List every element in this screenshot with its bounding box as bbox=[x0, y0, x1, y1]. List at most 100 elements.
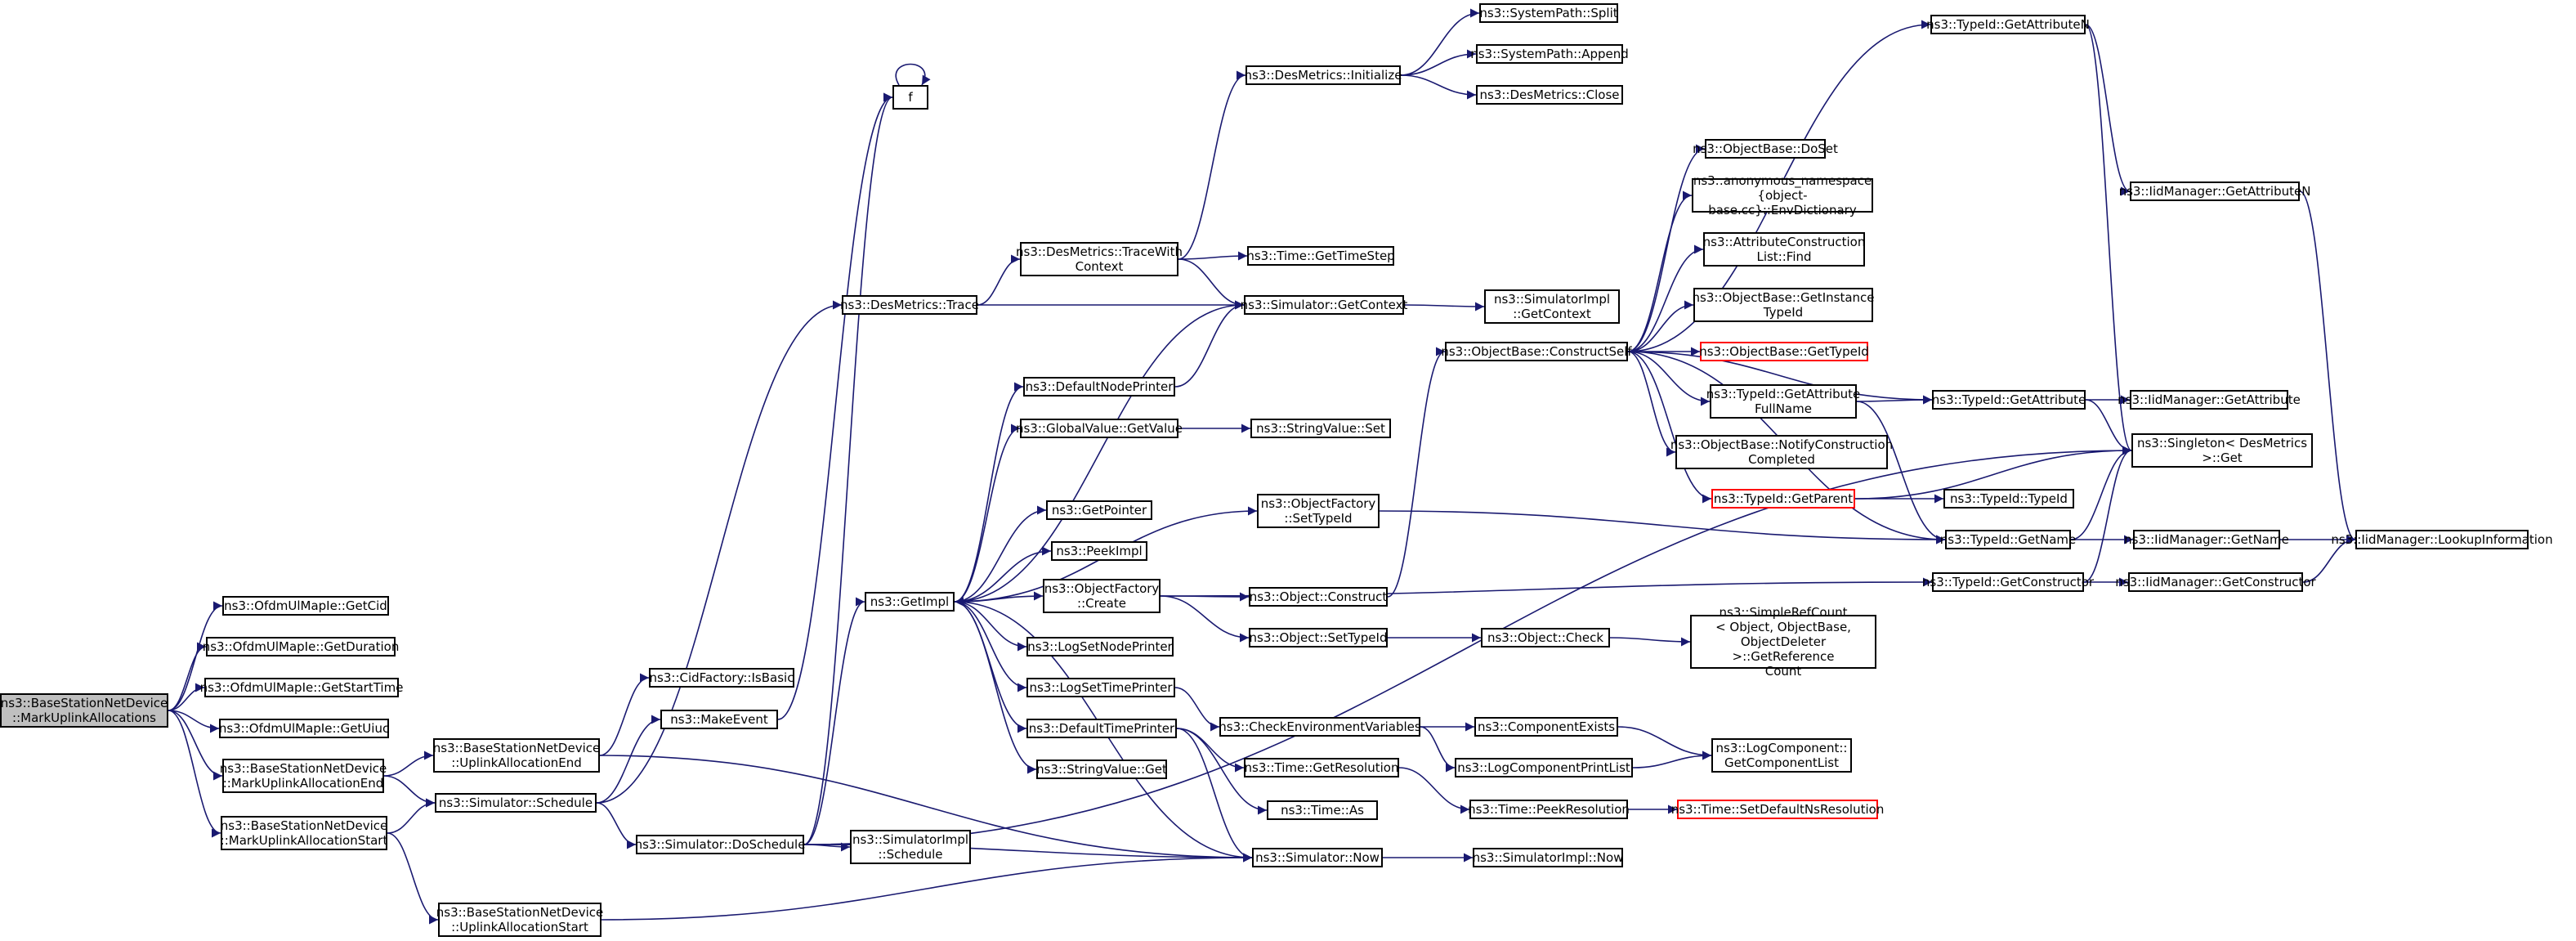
node-object-base-get-instance-type-id[interactable]: ns3::ObjectBase::GetInstance TypeId bbox=[1693, 288, 1875, 322]
edge-defaulttime-to-timeas bbox=[1176, 728, 1268, 815]
node-simulator-impl-now[interactable]: ns3::SimulatorImpl::Now bbox=[1473, 848, 1623, 867]
node-iid-manager-lookup-information[interactable]: ns3::IidManager::LookupInformation bbox=[2331, 530, 2553, 549]
node-type-id-get-parent[interactable]: ns3::TypeId::GetParent bbox=[1711, 489, 1855, 509]
node-global-value-get-value[interactable]: ns3::GlobalValue::GetValue bbox=[1016, 419, 1183, 438]
edge-tracewith-to-gettimestep bbox=[1178, 251, 1248, 261]
node-default-time-printer[interactable]: ns3::DefaultTimePrinter bbox=[1026, 719, 1177, 738]
edge-constructself-to-getinstancetid bbox=[1627, 300, 1694, 352]
node-type-id-get-attribute[interactable]: ns3::TypeId::GetAttribute bbox=[1932, 390, 2086, 410]
node-time-get-time-step[interactable]: ns3::Time::GetTimeStep bbox=[1246, 246, 1395, 266]
edge-doschedule-to-f bbox=[803, 92, 893, 845]
node-get-impl[interactable]: ns3::GetImpl bbox=[865, 592, 955, 612]
node-type-id-get-attribute-full-name[interactable]: ns3::TypeId::GetAttribute FullName bbox=[1706, 384, 1860, 419]
node-type-id-get-constructor[interactable]: ns3::TypeId::GetConstructor bbox=[1922, 572, 2094, 592]
node-des-metrics-initialize[interactable]: ns3::DesMetrics::Initialize bbox=[1245, 65, 1402, 85]
node-des-metrics-trace-with-context[interactable]: ns3::DesMetrics::TraceWith Context bbox=[1016, 242, 1183, 276]
node-simulator-impl-get-context[interactable]: ns3::SimulatorImpl ::GetContext bbox=[1484, 289, 1620, 324]
node-ofdm-get-cid[interactable]: ns3::OfdmUlMapIe::GetCid bbox=[222, 596, 389, 616]
edge-root-to-markstart bbox=[168, 710, 221, 838]
node-ofdm-get-duration[interactable]: ns3::OfdmUlMapIe::GetDuration bbox=[203, 637, 399, 656]
node-log-set-node-printer[interactable]: ns3::LogSetNodePrinter bbox=[1026, 637, 1174, 656]
node-object-factory-create[interactable]: ns3::ObjectFactory ::Create bbox=[1043, 579, 1161, 613]
node-attribute-construction-list-find[interactable]: ns3::AttributeConstruction List::Find bbox=[1703, 232, 1865, 267]
node-iid-manager-get-attribute-n[interactable]: ns3::IidManager::GetAttributeN bbox=[2119, 181, 2310, 201]
node-string-value-set[interactable]: ns3::StringValue::Set bbox=[1250, 419, 1391, 438]
node-des-metrics-trace[interactable]: ns3::DesMetrics::Trace bbox=[840, 295, 979, 315]
edge-doschedule-to-singleton bbox=[803, 446, 2132, 845]
node-object-base-notify-construction-completed[interactable]: ns3::ObjectBase::NotifyConstruction Comp… bbox=[1670, 435, 1893, 469]
node-mark-uplink-allocation-end[interactable]: ns3::BaseStationNetDevice ::MarkUplinkAl… bbox=[220, 759, 387, 793]
edge-constructself-to-getattribute bbox=[1627, 351, 1933, 405]
node-des-metrics-close[interactable]: ns3::DesMetrics::Close bbox=[1476, 85, 1623, 105]
edge-objcheck-to-refcount bbox=[1609, 637, 1691, 647]
node-log-component-print-list[interactable]: ns3::LogComponentPrintList bbox=[1455, 758, 1633, 777]
node-check-environment-variables[interactable]: ns3::CheckEnvironmentVariables bbox=[1219, 717, 1421, 737]
node-ofdm-get-uiuc[interactable]: ns3::OfdmUlMapIe::GetUiuc bbox=[219, 719, 389, 738]
node-simulator-now[interactable]: ns3::Simulator::Now bbox=[1252, 848, 1383, 867]
node-simulator-impl-schedule[interactable]: ns3::SimulatorImpl ::Schedule bbox=[850, 830, 971, 864]
node-time-set-default-ns-resolution[interactable]: ns3::Time::SetDefaultNsResolution bbox=[1671, 800, 1884, 819]
node-base-station-mark-uplink-allocations[interactable]: ns3::BaseStationNetDevice ::MarkUplinkAl… bbox=[0, 693, 168, 728]
node-simulator-do-schedule[interactable]: ns3::Simulator::DoSchedule bbox=[635, 835, 805, 854]
edge-attrfullname-to-getattribute bbox=[1856, 395, 1933, 405]
node-object-base-do-set[interactable]: ns3::ObjectBase::DoSet bbox=[1693, 139, 1838, 159]
node-iid-manager-get-attribute[interactable]: ns3::IidManager::GetAttribute bbox=[2118, 390, 2301, 410]
node-time-peek-resolution[interactable]: ns3::Time::PeekResolution bbox=[1468, 800, 1630, 819]
node-type-id-get-attribute-n[interactable]: ns3::TypeId::GetAttributeN bbox=[1926, 15, 2090, 34]
edge-schedule-to-destrace bbox=[596, 300, 843, 804]
node-log-component-get-component-list[interactable]: ns3::LogComponent:: GetComponentList bbox=[1711, 738, 1852, 773]
edge-getimpl-to-getpointer bbox=[954, 505, 1047, 603]
edge-constructself-to-envdict bbox=[1627, 190, 1693, 352]
node-object-construct[interactable]: ns3::Object::Construct bbox=[1249, 587, 1388, 607]
edge-defnodeprinter-to-getcontext bbox=[1174, 300, 1245, 388]
edge-checkenv-to-logcomplist bbox=[1420, 726, 1456, 773]
node-object-base-construct-self[interactable]: ns3::ObjectBase::ConstructSelf bbox=[1441, 342, 1632, 361]
node-system-path-split[interactable]: ns3::SystemPath::Split bbox=[1479, 3, 1618, 23]
edge-ofcreate-to-objsettypeid bbox=[1160, 595, 1250, 643]
node-object-factory-set-type-id[interactable]: ns3::ObjectFactory ::SetTypeId bbox=[1257, 494, 1380, 528]
node-simulator-get-context[interactable]: ns3::Simulator::GetContext bbox=[1241, 295, 1407, 315]
edge-uplstart-to-now bbox=[601, 853, 1253, 921]
edge-uplend-to-now bbox=[599, 755, 1253, 863]
edge-attrfullname-to-getname bbox=[1856, 401, 1946, 544]
node-default-node-printer[interactable]: ns3::DefaultNodePrinter bbox=[1023, 377, 1175, 397]
edge-logsettime-to-checkenv bbox=[1174, 687, 1220, 732]
node-iid-manager-get-constructor[interactable]: ns3::IidManager::GetConstructor bbox=[2115, 572, 2316, 592]
node-object-set-type-id[interactable]: ns3::Object::SetTypeId bbox=[1249, 628, 1388, 647]
node-system-path-append[interactable]: ns3::SystemPath::Append bbox=[1470, 44, 1629, 64]
node-env-dictionary[interactable]: ns3::anonymous_namespace {object-base.cc… bbox=[1692, 173, 1873, 217]
node-f[interactable]: f bbox=[892, 85, 928, 110]
node-time-get-resolution[interactable]: ns3::Time::GetResolution bbox=[1244, 758, 1399, 777]
edge-objconstruct-to-constructself bbox=[1387, 347, 1446, 598]
edge-root-to-getduration bbox=[168, 642, 207, 711]
node-cid-factory-is-basic[interactable]: ns3::CidFactory::IsBasic bbox=[649, 668, 794, 688]
node-peek-impl[interactable]: ns3::PeekImpl bbox=[1051, 541, 1147, 561]
node-get-pointer[interactable]: ns3::GetPointer bbox=[1046, 500, 1152, 520]
edge-getimpl-to-defnodeprinter bbox=[954, 382, 1024, 603]
node-object-check[interactable]: ns3::Object::Check bbox=[1481, 628, 1610, 647]
node-simulator-schedule[interactable]: ns3::Simulator::Schedule bbox=[435, 793, 597, 813]
node-uplink-allocation-start[interactable]: ns3::BaseStationNetDevice ::UplinkAlloca… bbox=[436, 903, 603, 937]
node-ofdm-get-start-time[interactable]: ns3::OfdmUlMapIe::GetStartTime bbox=[200, 678, 403, 697]
node-make-event[interactable]: ns3::MakeEvent bbox=[660, 710, 778, 729]
edge-tracewith-to-initialize bbox=[1178, 70, 1246, 260]
edge-markstart-to-uplstart bbox=[387, 832, 439, 925]
node-mark-uplink-allocation-start[interactable]: ns3::BaseStationNetDevice ::MarkUplinkAl… bbox=[221, 816, 387, 850]
node-component-exists[interactable]: ns3::ComponentExists bbox=[1474, 717, 1618, 737]
edge-initialize-to-append bbox=[1400, 49, 1477, 76]
edge-iidgetattrn-to-lookupinfo bbox=[2299, 190, 2356, 544]
node-singleton-des-metrics-get[interactable]: ns3::Singleton< DesMetrics >::Get bbox=[2131, 433, 2313, 468]
node-log-set-time-printer[interactable]: ns3::LogSetTimePrinter bbox=[1026, 678, 1175, 697]
edge-constructself-to-attrfullname bbox=[1627, 351, 1711, 406]
edge-markstart-to-schedule bbox=[387, 798, 436, 834]
node-time-as[interactable]: ns3::Time::As bbox=[1267, 800, 1378, 820]
node-string-value-get[interactable]: ns3::StringValue::Get bbox=[1036, 760, 1167, 779]
edge-getattributen-to-iidgetattrn bbox=[2085, 24, 2131, 196]
node-type-id-get-name[interactable]: ns3::TypeId::GetName bbox=[1940, 530, 2076, 549]
node-simple-ref-count-get-reference-count[interactable]: ns3::SimpleRefCount < Object, ObjectBase… bbox=[1690, 605, 1876, 679]
node-object-base-get-type-id[interactable]: ns3::ObjectBase::GetTypeId bbox=[1699, 342, 1869, 361]
node-uplink-allocation-end[interactable]: ns3::BaseStationNetDevice ::UplinkAlloca… bbox=[433, 738, 600, 773]
node-type-id-type-id[interactable]: ns3::TypeId::TypeId bbox=[1943, 489, 2074, 509]
node-iid-manager-get-name[interactable]: ns3::IidManager::GetName bbox=[2124, 530, 2289, 549]
edge-root-to-getstarttime bbox=[168, 683, 205, 711]
